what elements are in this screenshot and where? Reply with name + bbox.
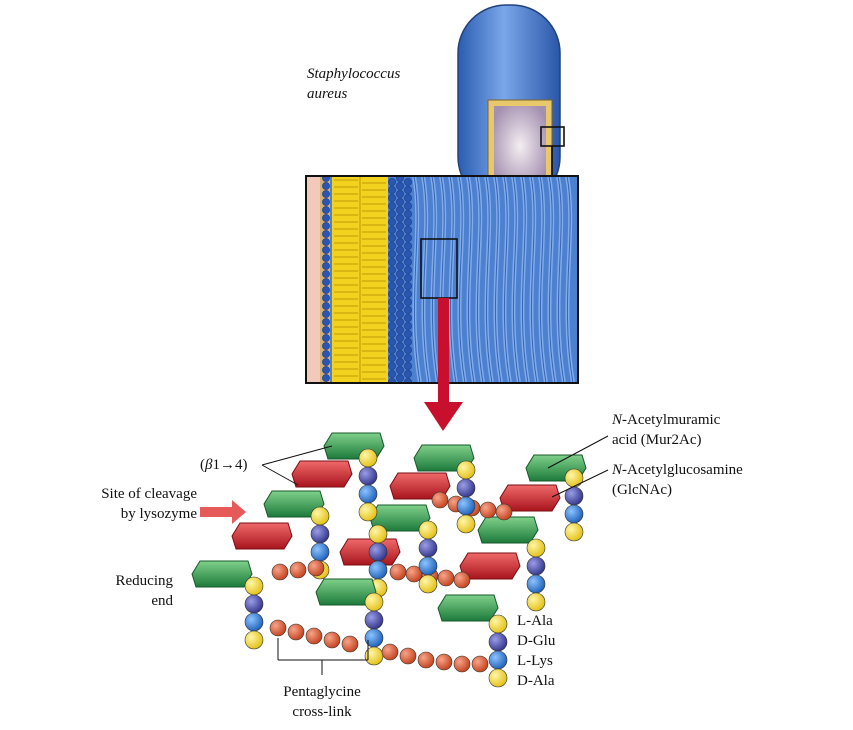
glycine-residue bbox=[453, 655, 471, 673]
glycine-residue bbox=[471, 655, 489, 673]
glycine-residue bbox=[307, 559, 325, 577]
reducing-end-label-line1: Reducing bbox=[116, 573, 174, 589]
magnify-arrow bbox=[424, 298, 463, 431]
glycine-residue bbox=[495, 503, 513, 521]
l-lys-residue bbox=[310, 542, 330, 562]
d-glu-residue bbox=[526, 556, 546, 576]
murnac-sugar bbox=[389, 472, 451, 500]
peptide-labels: L-Ala D-Glu L-Lys D-Ala bbox=[517, 613, 556, 689]
l-ala-residue bbox=[358, 448, 378, 468]
peptide-label-l-lys: L-Lys bbox=[517, 653, 553, 669]
cleavage-label-line2: by lysozyme bbox=[121, 506, 198, 522]
glycine-residue bbox=[435, 653, 453, 671]
l-lys-residue bbox=[488, 650, 508, 670]
murnac-sugar bbox=[459, 552, 521, 580]
d-glu-residue bbox=[418, 538, 438, 558]
l-lys-residue bbox=[564, 504, 584, 524]
pentaglycine-label-line2: cross-link bbox=[292, 704, 352, 720]
glycine-residue bbox=[271, 563, 289, 581]
l-ala-residue bbox=[564, 468, 584, 488]
glycine-residue bbox=[479, 501, 497, 519]
glcnac-sugar bbox=[263, 490, 325, 518]
leader-lines bbox=[261, 435, 609, 675]
peptidoglycan-network bbox=[191, 432, 587, 688]
glcnac-sugar bbox=[191, 560, 253, 588]
glcnac-label-line2: (GlcNAc) bbox=[612, 482, 672, 498]
l-ala-residue bbox=[244, 576, 264, 596]
glcnac-sugar bbox=[315, 578, 377, 606]
pentaglycine-label-line1: Pentaglycine bbox=[283, 684, 361, 700]
l-lys-residue bbox=[244, 612, 264, 632]
organism-name-line2: aureus bbox=[307, 86, 347, 102]
l-ala-residue bbox=[310, 506, 330, 526]
murnac-sugar bbox=[231, 522, 293, 550]
l-ala-residue bbox=[456, 460, 476, 480]
l-ala-residue bbox=[418, 520, 438, 540]
peptide-label-d-ala: D-Ala bbox=[517, 673, 555, 689]
glcnac-label-line1: N-Acetylglucosamine bbox=[611, 462, 743, 478]
d-glu-residue bbox=[456, 478, 476, 498]
l-ala-residue bbox=[526, 538, 546, 558]
peptide-label-d-glu: D-Glu bbox=[517, 633, 556, 649]
organism-name-line1: Staphylococcus bbox=[307, 66, 400, 82]
glycine-residue bbox=[437, 569, 455, 587]
d-glu-residue bbox=[310, 524, 330, 544]
l-lys-residue bbox=[456, 496, 476, 516]
glcnac-sugar bbox=[477, 516, 539, 544]
glycine-residue bbox=[305, 627, 323, 645]
d-ala-residue bbox=[418, 574, 438, 594]
reducing-end-label-line2: end bbox=[151, 593, 173, 609]
d-ala-residue bbox=[244, 630, 264, 650]
l-lys-residue bbox=[526, 574, 546, 594]
cleavage-label-line1: Site of cleavage bbox=[101, 486, 197, 502]
l-ala-residue bbox=[364, 592, 384, 612]
murnac-label-line1: N-Acetylmuramic bbox=[611, 412, 721, 428]
d-ala-residue bbox=[564, 522, 584, 542]
glycine-residue bbox=[289, 561, 307, 579]
glycine-residue bbox=[453, 571, 471, 589]
l-lys-residue bbox=[368, 560, 388, 580]
glcnac-sugar bbox=[437, 594, 499, 622]
murnac-label-line2: acid (Mur2Ac) bbox=[612, 432, 702, 448]
glycine-residue bbox=[323, 631, 341, 649]
d-glu-residue bbox=[244, 594, 264, 614]
d-ala-residue bbox=[456, 514, 476, 534]
d-glu-residue bbox=[488, 632, 508, 652]
glycine-residue bbox=[287, 623, 305, 641]
glycine-residue bbox=[417, 651, 435, 669]
d-ala-residue bbox=[358, 502, 378, 522]
glycosidic-linkage-label: (β1→4) bbox=[200, 457, 247, 473]
l-ala-residue bbox=[488, 614, 508, 634]
glycine-residue bbox=[389, 563, 407, 581]
l-ala-residue bbox=[368, 524, 388, 544]
glycine-residue bbox=[269, 619, 287, 637]
d-glu-residue bbox=[358, 466, 378, 486]
d-glu-residue bbox=[364, 610, 384, 630]
l-lys-residue bbox=[358, 484, 378, 504]
d-ala-residue bbox=[526, 592, 546, 612]
lysozyme-cleavage-arrow bbox=[200, 500, 246, 524]
glycine-residue bbox=[381, 643, 399, 661]
glycine-residue bbox=[431, 491, 449, 509]
l-lys-residue bbox=[418, 556, 438, 576]
glycine-residue bbox=[341, 635, 359, 653]
d-glu-residue bbox=[368, 542, 388, 562]
peptide-label-l-ala: L-Ala bbox=[517, 613, 553, 629]
d-ala-residue bbox=[488, 668, 508, 688]
glycine-residue bbox=[399, 647, 417, 665]
murnac-sugar bbox=[291, 460, 353, 488]
